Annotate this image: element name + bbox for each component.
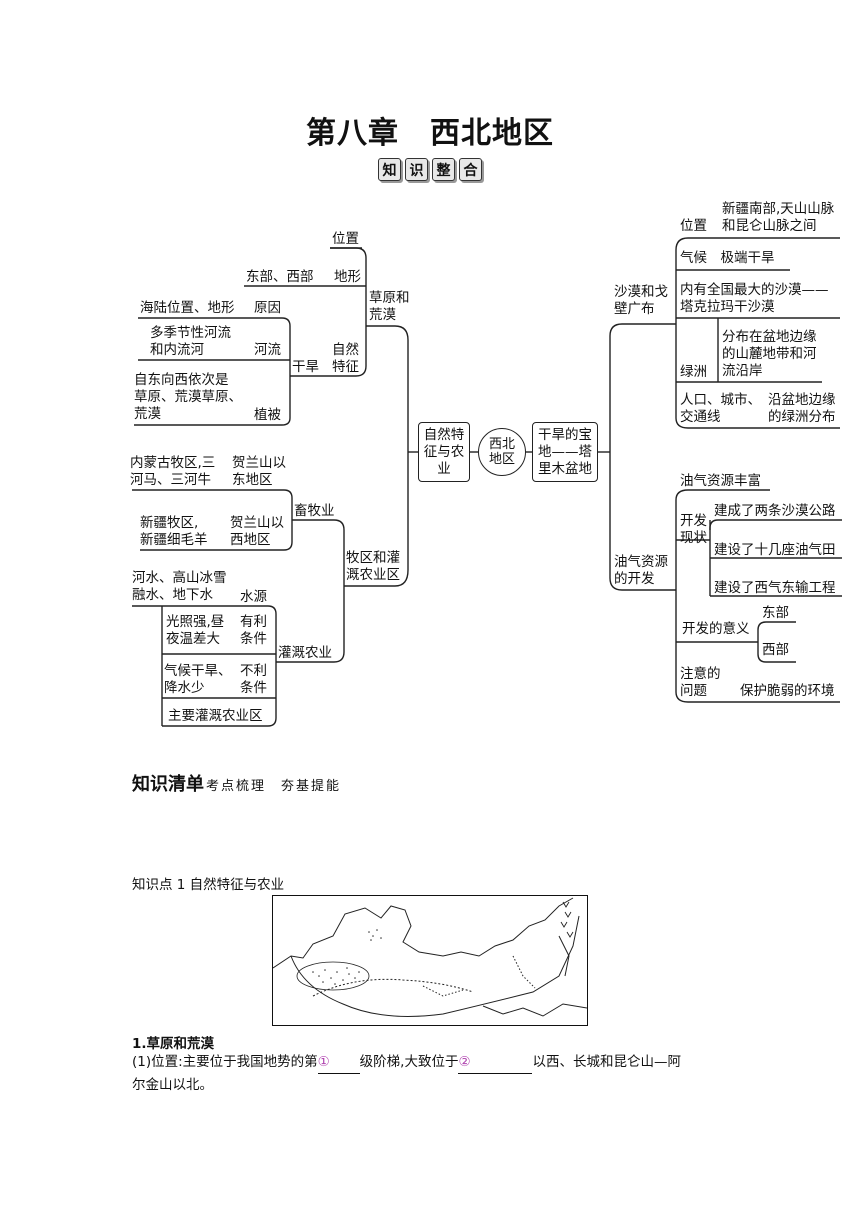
section-header: 知识清单考点梳理 夯基提能 (132, 770, 341, 796)
vegetation-label: 植被 (254, 407, 281, 423)
status-1: 建成了两条沙漠公路 (714, 503, 836, 519)
mindmap-right-main-node: 干旱的宝 地——塔 里木盆地 (532, 422, 598, 482)
right-climate: 气候 极端干旱 (680, 250, 775, 266)
blank-2[interactable]: ② (458, 1051, 533, 1074)
paragraph-text-3: 以西、长城和昆仑山—阿 (532, 1054, 681, 1070)
blank-2-marker: ② (458, 1054, 471, 1070)
map-drawing (273, 897, 587, 1017)
right-location-label: 位置 (680, 218, 707, 234)
badge-char-2: 识 (405, 158, 428, 181)
pasture-irrigation-label: 牧区和灌 溉农业区 (346, 550, 400, 583)
blank-1-marker: ① (317, 1054, 330, 1070)
cause-value: 海陆位置、地形 (140, 300, 235, 316)
right-largest-desert: 内有全国最大的沙漠—— 塔克拉玛干沙漠 (680, 282, 829, 315)
attention-value: 保护脆弱的环境 (740, 683, 835, 699)
badge-char-4: 合 (459, 158, 482, 181)
paragraph-text-4: 尔金山以北。 (132, 1077, 213, 1093)
section-title: 知识清单 (132, 774, 204, 795)
blank-1[interactable]: ① (317, 1051, 360, 1074)
badge-char-1: 知 (378, 158, 401, 181)
favorable-label: 有利 条件 (240, 614, 267, 647)
dev-status-label: 开发 现状 (680, 513, 707, 546)
water-label: 水源 (240, 589, 267, 605)
oasis-label: 绿洲 (680, 364, 707, 380)
cause-label: 原因 (254, 300, 281, 316)
knowledge-point-heading: 知识点 1 自然特征与农业 (132, 877, 285, 893)
unfavorable-label: 不利 条件 (240, 663, 267, 696)
northwest-map-figure (272, 895, 588, 1026)
location-label: 位置 (332, 231, 359, 247)
grass-desert-label: 草原和 荒漠 (369, 290, 410, 323)
terrain-label: 地形 (334, 269, 361, 285)
right-location-value: 新疆南部,天山山脉 和昆仑山脉之间 (722, 201, 835, 234)
subheading-grass-desert: 1.草原和荒漠 (132, 1036, 215, 1052)
knowledge-summary-badge: 知 识 整 合 (0, 158, 860, 181)
dev-meaning-label: 开发的意义 (682, 621, 750, 637)
desert-gobi-label: 沙漠和戈 壁广布 (614, 284, 668, 317)
livestock-label: 畜牧业 (294, 503, 335, 519)
oil-development-label: 油气资源 的开发 (614, 554, 668, 587)
favorable-value: 光照强,昼 夜温差大 (166, 614, 225, 647)
neimenggu-value: 内蒙古牧区,三 河马、三河牛 (130, 455, 216, 488)
section-subtitle: 考点梳理 夯基提能 (206, 779, 342, 794)
population-value: 沿盆地边缘 的绿洲分布 (768, 392, 836, 425)
badge-char-3: 整 (432, 158, 455, 181)
west-label: 西部 (762, 642, 789, 658)
river-label: 河流 (254, 342, 281, 358)
irrigation-label: 灌溉农业 (278, 645, 332, 661)
paragraph-text-1: (1)位置:主要位于我国地势的第 (132, 1054, 318, 1070)
location-paragraph: (1)位置:主要位于我国地势的第① 级阶梯,大致位于② 以西、长城和昆仑山—阿 尔金… (132, 1051, 752, 1096)
vegetation-value: 自东向西依次是 草原、荒漠草原、 荒漠 (134, 372, 242, 422)
population-label: 人口、城市、 交通线 (680, 392, 761, 425)
mindmap-left-main-node: 自然特 征与农 业 (418, 422, 470, 482)
unfavorable-value: 气候干旱、 降水少 (164, 663, 232, 696)
dry-label: 干旱 (292, 359, 319, 375)
natural-features-label: 自然 特征 (332, 342, 359, 375)
mindmap-center-node: 西北 地区 (478, 428, 526, 476)
paragraph-text-2: 级阶梯,大致位于 (359, 1054, 459, 1070)
attention-label: 注意的 问题 (680, 666, 721, 699)
oasis-value: 分布在盆地边缘 的山麓地带和河 流沿岸 (722, 329, 817, 379)
terrain-value: 东部、西部 (246, 269, 314, 285)
oil-rich: 油气资源丰富 (680, 473, 761, 489)
river-value: 多季节性河流 和内流河 (150, 325, 231, 358)
water-value: 河水、高山冰雪 融水、地下水 (132, 570, 227, 603)
neimenggu-label: 贺兰山以 东地区 (232, 455, 286, 488)
xinjiang-label: 贺兰山以 西地区 (230, 515, 284, 548)
east-label: 东部 (762, 605, 789, 621)
chapter-title: 第八章 西北地区 (306, 116, 554, 151)
main-irrigation-area: 主要灌溉农业区 (168, 708, 263, 724)
status-2: 建设了十几座油气田 (714, 542, 836, 558)
status-3: 建设了西气东输工程 (714, 580, 836, 596)
xinjiang-value: 新疆牧区, 新疆细毛羊 (140, 515, 208, 548)
